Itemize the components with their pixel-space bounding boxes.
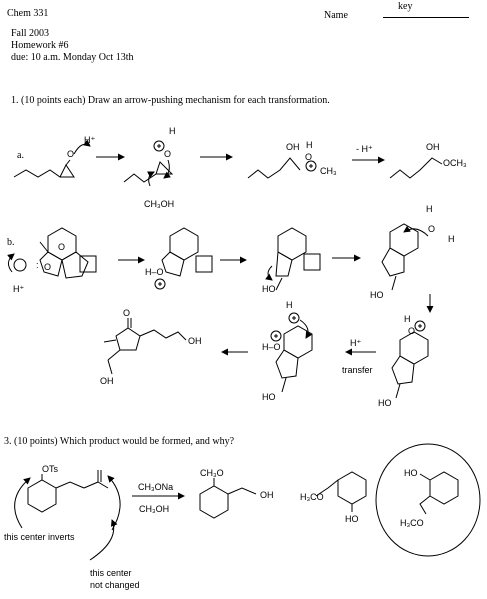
b-start-o-1: O <box>58 242 65 252</box>
b-product-oh: OH <box>188 336 202 346</box>
part-b-protonated-ketal <box>154 227 213 290</box>
b-hemiketal-o: O <box>408 326 415 336</box>
a-intermediate-ch3: CH₃ <box>320 166 337 176</box>
q3-product-2 <box>315 471 367 512</box>
b-opening-h-top: H <box>286 300 293 310</box>
b-water-h-bottom: H <box>448 234 455 244</box>
q3-answer-h3co: H₃CO <box>400 518 424 528</box>
part-b-ring-opening <box>270 312 313 393</box>
a-intermediate-h: H <box>306 140 313 150</box>
a-proton-h: H <box>169 126 176 136</box>
part-a-product <box>389 157 443 179</box>
part-a-oxonium-intermediate <box>247 157 317 179</box>
b-product-ketone-o: O <box>123 308 130 318</box>
q3-unchanged-note-2: not changed <box>90 580 140 590</box>
q3-reagent-bottom: CH₃OH <box>139 504 169 514</box>
b-intermediate-2-ho: HO <box>370 290 384 300</box>
a-intermediate-oh: OH <box>286 142 300 152</box>
a-arrow-protonation <box>73 139 91 155</box>
a-epoxide-oxygen: O <box>67 149 74 159</box>
part-a-epoxide-start <box>13 159 75 178</box>
q3-product-2-ho: HO <box>345 514 359 524</box>
part-b-starting-ketal <box>7 227 97 279</box>
b-hemiketal-ho: HO <box>378 398 392 408</box>
name-label: Name <box>324 10 348 21</box>
a-product-och3: OCH₃ <box>443 158 467 168</box>
q3-product-1-oh: OH <box>260 490 274 500</box>
a-protonated-oxygen: O <box>164 149 171 159</box>
b-transfer-label: transfer <box>342 365 373 375</box>
b-hplus-transfer: H⁺ <box>350 338 361 348</box>
name-value: key <box>398 1 413 12</box>
q3-correct-answer <box>375 443 481 557</box>
a-product-oh: OH <box>426 142 440 152</box>
b-water-h-top: H <box>426 204 433 214</box>
question-3-prompt: 3. (10 points) Which product would be fo… <box>4 436 235 447</box>
part-b-product-cyclopentanone <box>103 318 187 375</box>
q3-unchanged-note-1: this center <box>90 568 132 578</box>
homework-number: Homework #6 <box>11 40 69 51</box>
b-start-hplus: H⁺ <box>13 284 24 294</box>
a-methanol: CH₃OH <box>144 199 174 209</box>
q3-ots: OTs <box>42 464 59 474</box>
q3-inverts-note: this center inverts <box>4 532 75 542</box>
b-opening-bottom-ho: HO <box>262 392 276 402</box>
part-a-protonated-epoxide <box>123 140 174 187</box>
part-b-oxocarbenium-1 <box>265 227 321 291</box>
q3-product-1-ch3o: CH₃O <box>200 468 224 478</box>
q3-reagent-top: CH₃ONa <box>138 482 173 492</box>
part-b-label: b. <box>7 237 15 248</box>
term: Fall 2003 <box>11 28 50 39</box>
b-intermediate-1-ho: HO <box>262 284 276 294</box>
b-hemiketal-h: H <box>404 314 411 324</box>
q3-starting-material <box>14 470 121 561</box>
q3-product-2-h3co: H₃CO <box>300 492 324 502</box>
b-protonated-ho: H–O <box>145 267 164 277</box>
question-1-prompt: 1. (10 points each) Draw an arrow-pushin… <box>11 95 330 106</box>
due-date: due: 10 a.m. Monday Oct 13th <box>11 52 134 63</box>
q3-answer-ho: HO <box>404 468 418 478</box>
b-product-bottom-oh: OH <box>100 376 114 386</box>
part-b-hemiketal <box>391 320 429 399</box>
b-water-o: O <box>428 224 435 234</box>
b-opening-ho: H–O <box>262 342 281 352</box>
b-start-o-2: O <box>44 262 51 272</box>
a-minus-hplus: - H⁺ <box>356 144 373 154</box>
a-hplus: H⁺ <box>84 135 95 145</box>
b-colon-lone-pair: : <box>36 260 39 270</box>
part-a-label: a. <box>17 150 24 161</box>
name-underline <box>383 16 469 18</box>
course-title: Chem 331 <box>7 8 49 19</box>
part-b-water-attack <box>381 223 429 291</box>
a-intermediate-o: O <box>305 152 312 162</box>
q3-product-1 <box>199 478 257 519</box>
